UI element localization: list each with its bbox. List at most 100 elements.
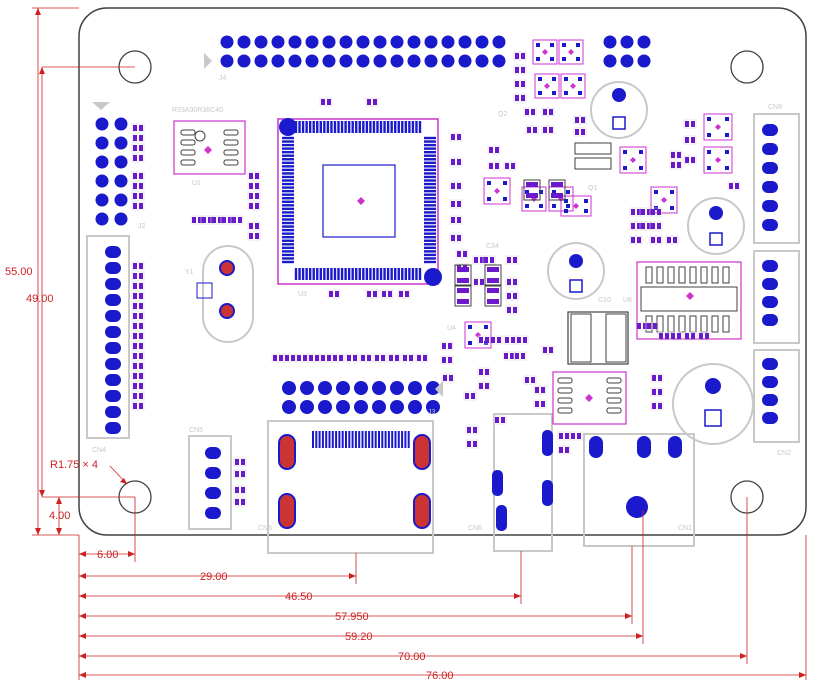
smd-outline (247, 191, 261, 201)
smd-pad (255, 203, 259, 209)
smd-pad (222, 217, 226, 223)
connector-pin (105, 278, 121, 290)
cn6-pad-4 (496, 505, 507, 531)
smd-outline (359, 353, 373, 363)
smd-pad (389, 355, 393, 361)
soic-pad (667, 266, 675, 284)
arrow-head (79, 672, 86, 678)
smd-pad (641, 223, 645, 229)
smd-pad (651, 237, 655, 243)
connector-pin (762, 358, 778, 370)
header-pin (95, 155, 109, 169)
ic-center-marker (573, 203, 579, 209)
smd-pad (451, 217, 455, 223)
connector-pin (105, 342, 121, 354)
smd-pad (659, 333, 663, 339)
smd-pad (133, 125, 137, 131)
smd-pad (515, 67, 519, 73)
smd-pad (139, 403, 143, 409)
smd-pad (691, 333, 695, 339)
ic-pad (564, 77, 568, 81)
smd-pad (505, 163, 509, 169)
smd-outline (649, 207, 663, 217)
smd-pad (501, 417, 505, 423)
label-u8: U8 (623, 297, 632, 304)
label-cn2: CN2 (777, 450, 791, 457)
qfp-pin (282, 161, 294, 164)
smd-pad (133, 283, 137, 289)
arrow-head (349, 573, 356, 579)
smd-pad (241, 471, 245, 477)
qfp-pin (355, 268, 358, 280)
tantalum-body (523, 179, 541, 201)
smd-pad (382, 291, 386, 297)
ic-outline (650, 186, 678, 214)
header-pin (237, 35, 251, 49)
smd-pad (139, 125, 143, 131)
qfp-pin (424, 218, 436, 221)
header-pin (603, 54, 617, 68)
qfp-pin (282, 207, 294, 211)
smd-pad (255, 223, 259, 229)
smd-pad (353, 355, 357, 361)
smd-pad (255, 173, 259, 179)
cn6-pad-3 (542, 480, 553, 506)
header-pin (603, 35, 617, 49)
cap-right-upper (687, 197, 745, 255)
smd-outline (247, 201, 261, 211)
smd-pad (581, 129, 585, 135)
smd-outline (131, 153, 145, 163)
crystal-marker (196, 282, 213, 299)
header-pin (408, 400, 422, 414)
arrow-head (128, 551, 135, 557)
smd-pad (238, 217, 242, 223)
qfp-pin (424, 182, 436, 186)
smd-outline (573, 115, 587, 125)
label-r33: R33A30R36C40 (172, 107, 223, 114)
connector-pin (105, 262, 121, 274)
smd-pad (457, 134, 461, 140)
qfp-pin (347, 121, 351, 133)
smd-pad (241, 499, 245, 505)
tantalum-pad (457, 267, 469, 272)
smd-pad (515, 353, 519, 359)
smd-pad (133, 373, 137, 379)
arrow-head (120, 478, 127, 484)
cn1-pad-4 (626, 496, 648, 518)
small-ics (204, 39, 733, 402)
label-u1: U1 (192, 180, 201, 187)
connector-pin (105, 294, 121, 306)
qfp-pin (397, 268, 400, 280)
ic-pad (578, 91, 582, 95)
ic-pad (525, 190, 529, 194)
dimension-arrows (35, 8, 806, 678)
qfp-pin (282, 150, 294, 154)
smd-pad (549, 127, 553, 133)
smd-outline (415, 353, 429, 363)
smd-pad (691, 157, 695, 163)
header-pin (407, 35, 421, 49)
smd-outline (525, 125, 539, 135)
smd-outline (515, 335, 529, 345)
soic-pad (180, 159, 196, 166)
ic-pad (707, 150, 711, 154)
header-j4 (220, 35, 506, 68)
header-j2 (95, 117, 128, 226)
soic-pad (711, 315, 719, 333)
smd-pad (677, 152, 681, 158)
ic-center-marker (570, 83, 576, 89)
ic-pad (564, 199, 568, 203)
ic-outline (558, 39, 584, 65)
qfp-pin (424, 158, 436, 161)
qfp-pin (372, 268, 376, 280)
smd-pad (665, 333, 669, 339)
qfp-pin (282, 211, 294, 214)
smd-pad (139, 343, 143, 349)
qfp-pin (282, 253, 294, 257)
header-pin (492, 54, 506, 68)
dim-hole-offset-y: 4.00 (49, 510, 70, 522)
qfp-pin (369, 268, 372, 280)
qfp-pin (347, 268, 351, 280)
fpc-finger (338, 431, 341, 448)
smd-outline (131, 381, 145, 391)
